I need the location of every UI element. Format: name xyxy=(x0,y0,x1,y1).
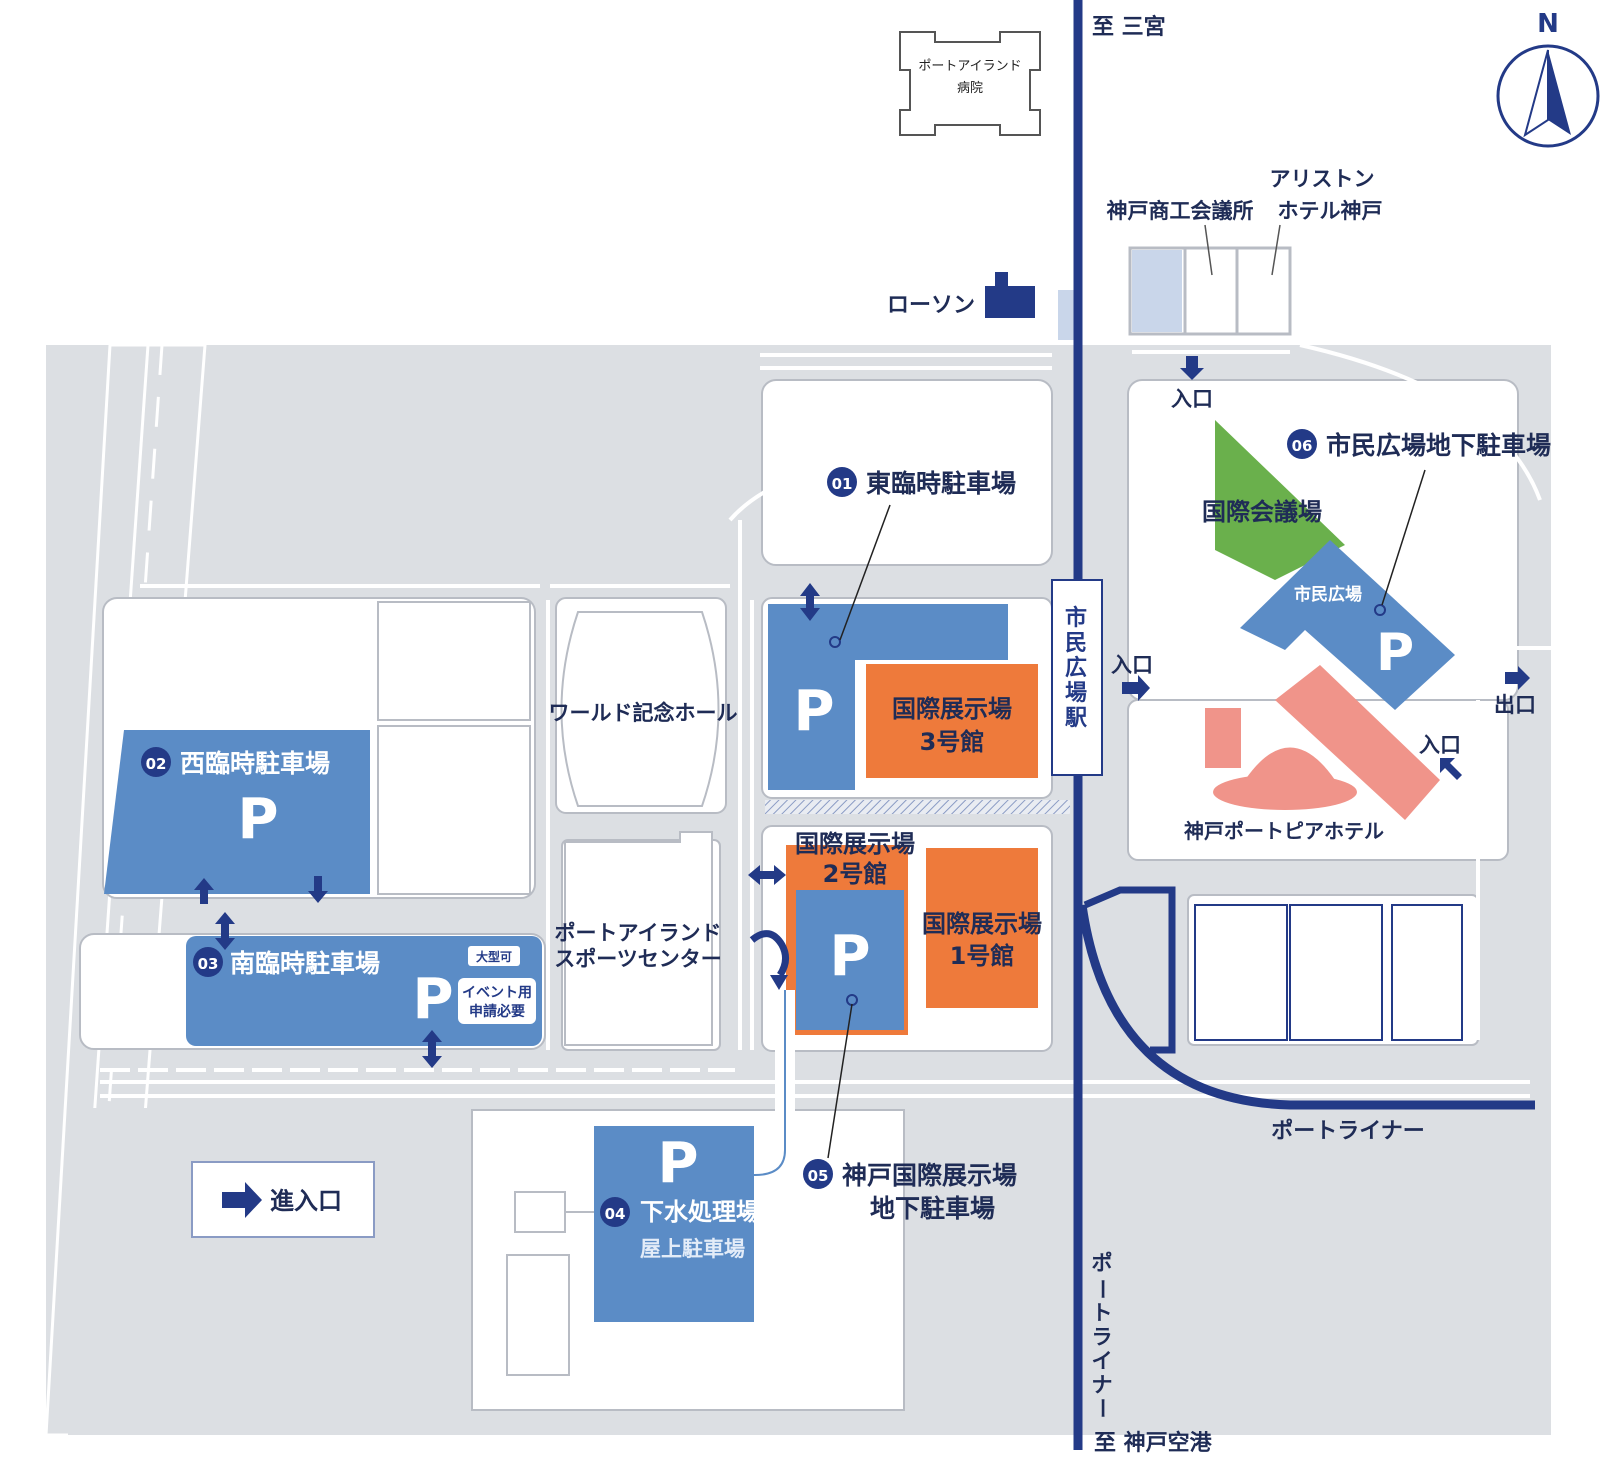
parking-name-03: 南臨時駐車場 xyxy=(230,949,380,978)
north-compass: N xyxy=(1496,9,1600,148)
parking-01-p: P xyxy=(793,679,834,744)
parking-02-p: P xyxy=(237,787,278,852)
parking-04-p: P xyxy=(657,1131,698,1196)
parking-02: P xyxy=(104,730,370,894)
world-hall: ワールド記念ホール xyxy=(549,611,738,807)
event-label-1: イベント用 xyxy=(462,985,532,1001)
to-airport-label: 至 神戸空港 xyxy=(1094,1430,1213,1456)
north-label: N xyxy=(1537,9,1559,39)
parking-name-01: 東臨時駐車場 xyxy=(866,469,1016,498)
expo3-label-1: 国際展示場 xyxy=(892,695,1012,723)
entrance-arrows xyxy=(194,356,1530,1068)
parking-name-05: 神戸国際展示場 xyxy=(842,1161,1017,1190)
expo2-label-2: 2号館 xyxy=(823,860,888,888)
parking-06: 市民広場 P xyxy=(1240,540,1455,710)
portopia-hotel: 神戸ポートピアホテル xyxy=(1184,665,1440,843)
hospital-label-1: ポートアイランド xyxy=(918,59,1021,74)
legend-arrow-icon xyxy=(222,1182,262,1218)
parking-num-02: 02 xyxy=(146,755,167,773)
ariston-label-1: アリストン xyxy=(1270,167,1375,191)
port-liner-v-0: ポ xyxy=(1092,1251,1113,1275)
port-liner-v-3: ラ xyxy=(1092,1325,1113,1349)
parking-name-06: 市民広場地下駐車場 xyxy=(1326,431,1551,460)
expo-hall-1: 国際展示場 1号館 xyxy=(922,848,1042,1008)
parking-num-05: 05 xyxy=(808,1167,829,1185)
expo3-label-2: 3号館 xyxy=(920,728,985,756)
east-halls xyxy=(1194,904,1463,1041)
chamber-label: 神戸商工会議所 xyxy=(1107,199,1254,223)
legend-label: 進入口 xyxy=(270,1187,342,1215)
large-vehicle-badge xyxy=(468,946,520,966)
north-east-buildings xyxy=(1128,246,1292,336)
sports-label-2: スポーツセンター xyxy=(554,947,722,971)
world-hall-label: ワールド記念ホール xyxy=(549,701,738,725)
station-bridge xyxy=(765,800,1070,814)
parking-label-02: 02 西臨時駐車場 xyxy=(141,747,330,778)
expo-hall-2: 国際展示場 2号館 P xyxy=(786,830,915,1035)
parking-01: P xyxy=(768,604,1008,790)
expo2-label-1: 国際展示場 xyxy=(795,830,915,858)
parking-label-06: 06 市民広場地下駐車場 xyxy=(1287,429,1551,606)
parking-name2-05: 地下駐車場 xyxy=(870,1194,995,1223)
parking-label-04: 04 下水処理場 屋上駐車場 xyxy=(600,1197,760,1261)
event-badge xyxy=(458,978,536,1024)
lawson-label: ローソン xyxy=(887,293,975,318)
parking-03: P 大型可 イベント用 申請必要 xyxy=(186,936,542,1046)
plaza-label: 市民広場 xyxy=(1294,584,1362,605)
station-box: 市民広場駅 xyxy=(1051,579,1103,776)
port-liner-v-2: ト xyxy=(1092,1301,1113,1325)
event-label-2: 申請必要 xyxy=(469,1003,525,1020)
port-liner-vertical-label: ポ ー ト ラ イ ナ ー xyxy=(1090,1251,1114,1419)
entrance-east-label: 入口 xyxy=(1419,733,1461,757)
parking-num-04: 04 xyxy=(605,1205,626,1223)
sports-center: ポートアイランド スポーツセンター xyxy=(554,831,722,1046)
sports-label-1: ポートアイランド xyxy=(555,921,722,945)
parking-num-03: 03 xyxy=(198,955,219,973)
u-turn-arrow xyxy=(749,930,789,977)
hotel-label: 神戸ポートピアホテル xyxy=(1184,819,1384,843)
legend: 進入口 xyxy=(191,1161,375,1238)
parking-06-p: P xyxy=(1376,623,1414,683)
expo1-label-1: 国際展示場 xyxy=(922,910,1042,938)
entrance-station-label: 入口 xyxy=(1111,653,1153,677)
station-name: 市民広場駅 xyxy=(1065,605,1087,731)
south-grounds xyxy=(68,1108,1551,1435)
conference-label: 国際会議場 xyxy=(1202,498,1322,526)
lawson-store: ローソン xyxy=(887,272,1035,318)
hospital-building: ポートアイランド 病院 xyxy=(899,31,1041,136)
port-liner-v-6: ー xyxy=(1090,1398,1114,1419)
parking-num-01: 01 xyxy=(832,475,853,493)
parking-label-01: 01 東臨時駐車場 xyxy=(827,467,1016,641)
port-liner-v-5: ナ xyxy=(1092,1373,1113,1397)
to-sannomiya-label: 至 三宮 xyxy=(1092,14,1166,40)
parking-05-p: P xyxy=(829,924,870,989)
exit-east-label: 出口 xyxy=(1494,693,1536,717)
expo1-label-2: 1号館 xyxy=(950,942,1015,970)
kokusai-conference: 国際会議場 xyxy=(1202,420,1345,580)
port-liner-label: ポートライナー xyxy=(1271,1118,1425,1144)
parking-num-06: 06 xyxy=(1292,437,1313,455)
entrance-north-label: 入口 xyxy=(1171,387,1213,411)
parking-name-04: 下水処理場 xyxy=(640,1198,760,1226)
roads xyxy=(100,343,1560,1098)
parking-name-02: 西臨時駐車場 xyxy=(180,749,330,778)
ariston-label-2: ホテル神戸 xyxy=(1278,199,1383,223)
expo-hall-3: 国際展示場 3号館 xyxy=(866,664,1038,778)
parking-label-03: 03 南臨時駐車場 xyxy=(193,947,380,978)
parking-label-05: 05 神戸国際展示場 地下駐車場 xyxy=(803,1003,1017,1223)
port-liner-v-1: ー xyxy=(1090,1279,1114,1300)
parking-04: P xyxy=(506,1126,754,1376)
parking-name2-04: 屋上駐車場 xyxy=(640,1237,745,1261)
hospital-label-2: 病院 xyxy=(957,81,983,96)
parking-03-p: P xyxy=(412,967,453,1032)
large-vehicle-label: 大型可 xyxy=(476,949,512,964)
port-liner-v-4: イ xyxy=(1092,1349,1113,1373)
